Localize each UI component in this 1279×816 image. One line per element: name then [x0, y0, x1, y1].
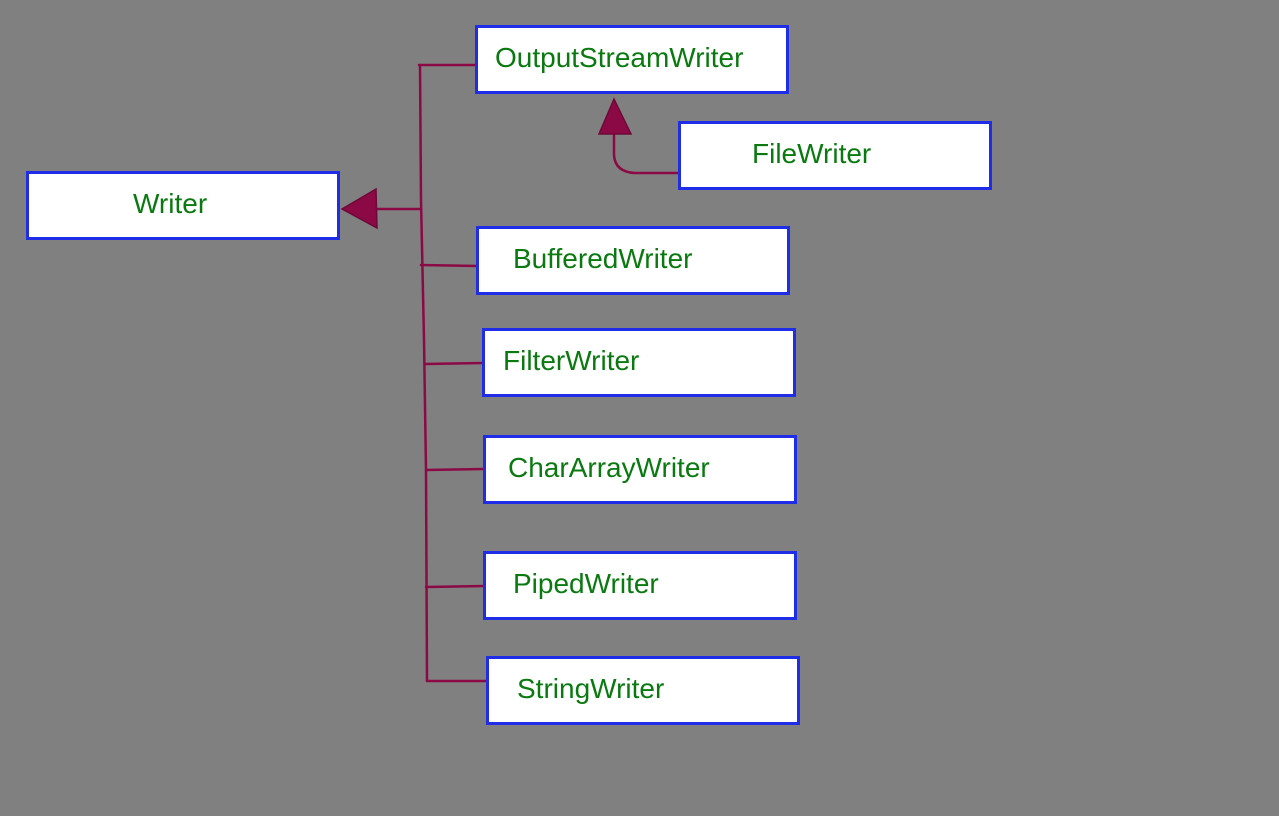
- class-label-outputstreamwriter: OutputStreamWriter: [495, 41, 744, 73]
- inheritance-arrowhead-outputstreamwriter: [597, 97, 633, 135]
- branch-line-filewriter: [612, 132, 680, 175]
- class-label-pipedwriter: PipedWriter: [513, 567, 659, 599]
- branch-line-filterwriter: [423, 361, 485, 366]
- class-label-bufferedwriter: BufferedWriter: [513, 242, 693, 274]
- branch-line-pipedwriter: [424, 584, 487, 589]
- class-label-stringwriter: StringWriter: [517, 672, 665, 704]
- inheritance-arrowhead-writer: [340, 187, 378, 230]
- class-box-pipedwriter: PipedWriter: [483, 551, 797, 620]
- class-label-writer: Writer: [133, 187, 208, 219]
- class-label-chararraywriter: CharArrayWriter: [508, 451, 710, 483]
- class-box-chararraywriter: CharArrayWriter: [483, 435, 797, 504]
- class-box-filterwriter: FilterWriter: [482, 328, 796, 397]
- class-box-writer: Writer: [26, 171, 340, 240]
- class-box-filewriter: FileWriter: [678, 121, 992, 190]
- class-box-stringwriter: StringWriter: [486, 656, 800, 725]
- branch-line-chararraywriter: [424, 467, 486, 472]
- class-box-outputstreamwriter: OutputStreamWriter: [475, 25, 789, 94]
- class-box-bufferedwriter: BufferedWriter: [476, 226, 790, 295]
- class-label-filewriter: FileWriter: [752, 137, 872, 169]
- branch-line-bufferedwriter: [419, 263, 480, 268]
- class-label-filterwriter: FilterWriter: [503, 344, 640, 376]
- inheritance-trunk-line: [418, 63, 429, 683]
